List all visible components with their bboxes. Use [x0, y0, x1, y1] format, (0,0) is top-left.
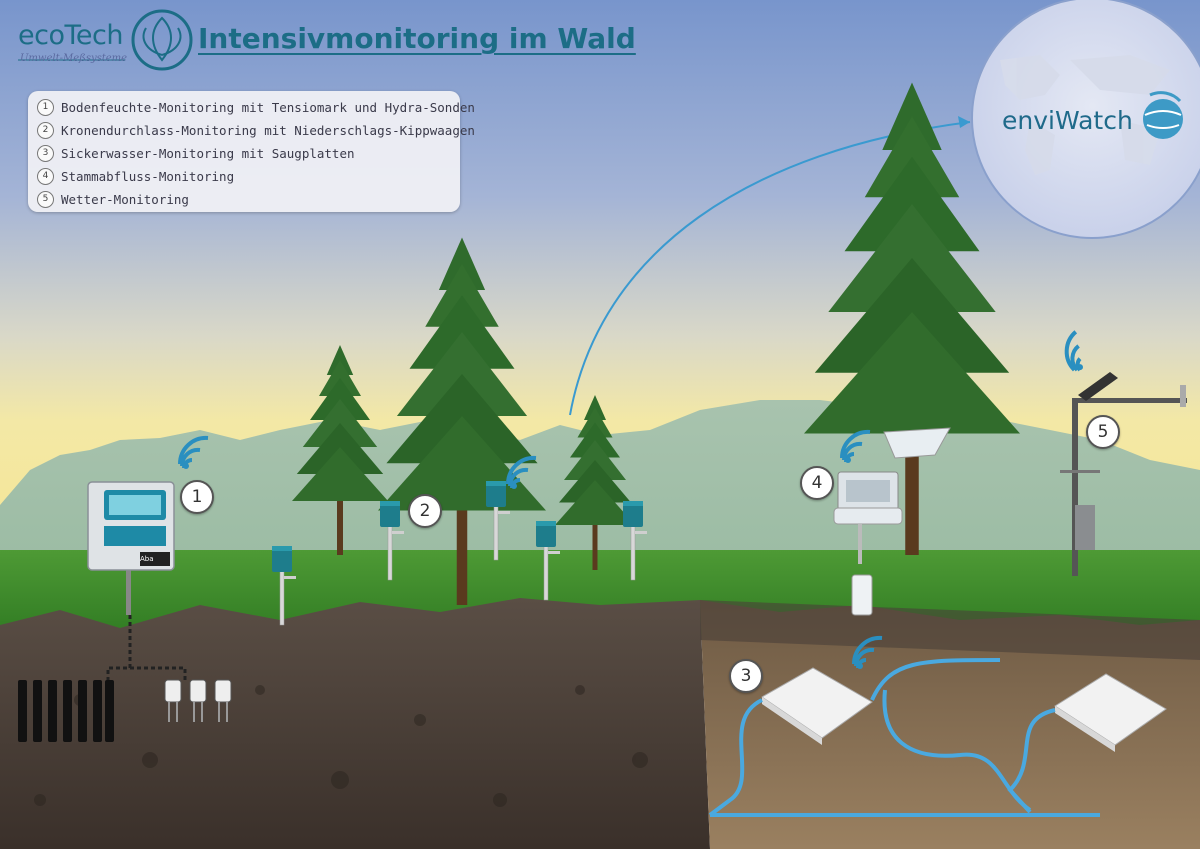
legend-label: Stammabfluss-Monitoring	[61, 168, 235, 184]
legend-number: 4	[37, 167, 54, 185]
suction-tubes	[708, 658, 1100, 817]
weather-station	[1060, 372, 1187, 576]
sensor-cable	[106, 615, 187, 680]
legend-item: 5 Wetter-Monitoring	[37, 188, 189, 210]
legend-item: 4 Stammabfluss-Monitoring	[37, 165, 234, 187]
suction-plate	[761, 667, 873, 745]
legend-number: 3	[37, 144, 54, 162]
legend-label: Sickerwasser-Monitoring mit Saugplatten	[61, 145, 355, 161]
legend-label: Kronendurchlass-Monitoring mit Niedersch…	[61, 122, 475, 138]
soil-profile-right	[700, 600, 1200, 849]
badge-2: 2	[408, 494, 442, 528]
legend-item: 3 Sickerwasser-Monitoring mit Saugplatte…	[37, 142, 355, 164]
logger-label: Aba	[140, 555, 154, 563]
world-map-silhouette	[1000, 55, 1170, 175]
badge-1: 1	[180, 480, 214, 514]
legend-item: 1 Bodenfeuchte-Monitoring mit Tensiomark…	[37, 96, 475, 118]
legend-label: Wetter-Monitoring	[61, 191, 189, 207]
suction-plate	[1054, 673, 1167, 752]
legend-label: Bodenfeuchte-Monitoring mit Tensiomark u…	[61, 99, 475, 115]
page-title: Intensivmonitoring im Wald	[198, 22, 636, 55]
badge-4: 4	[800, 466, 834, 500]
ecotech-tagline: Umwelt-Meßsysteme	[20, 53, 128, 64]
data-logger-box	[87, 481, 175, 615]
enviwatch-logo-text: enviWatch	[1002, 106, 1133, 135]
legend-number: 5	[37, 190, 54, 208]
hydra-probes	[164, 679, 232, 722]
topsoil-left	[0, 598, 710, 849]
stemflow-device	[833, 427, 951, 616]
envi-globe-icon	[1143, 91, 1183, 139]
data-transmission-arc	[569, 121, 971, 416]
badge-3: 3	[729, 659, 763, 693]
legend-number: 1	[37, 98, 54, 116]
tensiomark-probes	[18, 680, 114, 742]
legend-number: 2	[37, 121, 54, 139]
legend-box: 1 Bodenfeuchte-Monitoring mit Tensiomark…	[28, 91, 475, 212]
badge-5: 5	[1086, 415, 1120, 449]
legend-item: 2 Kronendurchlass-Monitoring mit Nieders…	[37, 119, 475, 141]
ecotech-emblem-icon	[131, 9, 193, 71]
ecotech-logo-text: ecoTech	[18, 20, 123, 51]
